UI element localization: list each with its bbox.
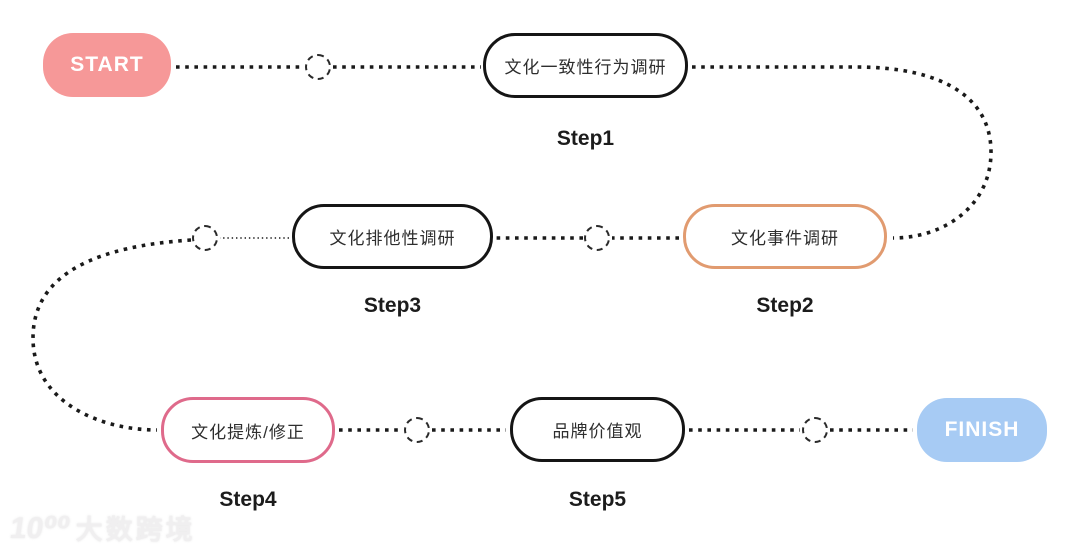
step4-node-label: 文化提炼/修正	[191, 422, 305, 442]
step3-caption: Step3	[363, 294, 422, 317]
step2-caption: Step2	[756, 294, 814, 317]
watermark-brand-text: 大数跨境	[75, 514, 196, 545]
junction-circle-5	[802, 417, 828, 443]
junction-circle-2	[584, 225, 610, 251]
step2-node: 文化事件调研	[683, 204, 887, 269]
step5-node-label: 品牌价值观	[552, 422, 643, 441]
start-label: START	[70, 53, 144, 76]
watermark-logo-icon: 10⁰⁰	[7, 512, 73, 545]
step5-node: 品牌价值观	[510, 397, 685, 462]
junction-circle-1	[305, 54, 331, 80]
connector-junction3-curve-to-step4	[31, 238, 192, 432]
step1-caption: Step1	[556, 127, 615, 150]
junction-circle-3	[192, 225, 218, 251]
step4-node: 文化提炼/修正	[161, 397, 335, 463]
finish-label: FINISH	[944, 418, 1020, 441]
junction-circle-4	[404, 417, 430, 443]
step3-node-label: 文化排他性调研	[329, 229, 456, 248]
watermark: 10⁰⁰ 大数跨境	[7, 512, 196, 545]
step5-caption: Step5	[568, 488, 627, 511]
step1-node: 文化一致性行为调研	[483, 33, 688, 98]
step1-node-label: 文化一致性行为调研	[504, 58, 667, 77]
step3-node: 文化排他性调研	[292, 204, 493, 269]
step4-caption: Step4	[219, 488, 277, 511]
start-node: START	[43, 33, 171, 97]
step2-node-label: 文化事件调研	[731, 229, 839, 248]
finish-node: FINISH	[917, 398, 1047, 462]
